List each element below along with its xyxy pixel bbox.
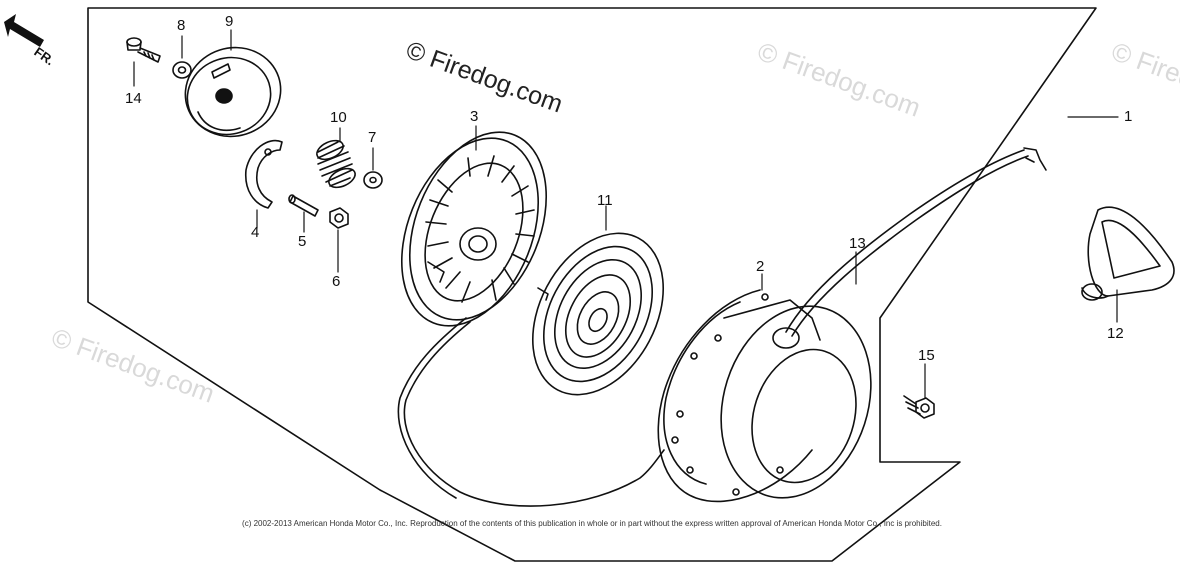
callout-13: 13 xyxy=(849,235,866,252)
callout-8: 8 xyxy=(177,17,186,34)
part-7-washer xyxy=(363,171,383,189)
callout-6: 6 xyxy=(332,273,341,290)
part-5-pin xyxy=(288,194,319,217)
part-15-flange-bolt xyxy=(903,395,935,419)
callout-7: 7 xyxy=(368,129,377,146)
part-10-spring xyxy=(316,139,356,189)
callout-2: 2 xyxy=(756,258,765,275)
part-11-spiral-spring xyxy=(531,232,665,396)
part-3-reel xyxy=(400,131,548,327)
leader-lines xyxy=(133,29,1119,399)
part-13-rope xyxy=(397,147,1047,507)
part-4-ratchet xyxy=(244,139,283,209)
callout-14: 14 xyxy=(125,90,142,107)
part-9-friction-plate xyxy=(184,46,282,138)
part-8-washer xyxy=(172,61,192,79)
front-direction-arrow xyxy=(4,14,44,47)
callout-12: 12 xyxy=(1107,325,1124,342)
callout-1: 1 xyxy=(1124,108,1133,125)
part-12-starter-grip xyxy=(1081,206,1175,301)
assembly-boundary xyxy=(87,7,1097,562)
copyright-notice: (c) 2002-2013 American Honda Motor Co., … xyxy=(242,519,942,528)
callout-5: 5 xyxy=(298,233,307,250)
callout-3: 3 xyxy=(470,108,479,125)
callout-11: 11 xyxy=(597,192,613,209)
callout-9: 9 xyxy=(225,13,234,30)
callout-4: 4 xyxy=(251,224,260,241)
part-6-nut xyxy=(329,207,349,229)
callout-15: 15 xyxy=(918,347,935,364)
callout-10: 10 xyxy=(330,109,347,126)
part-2-housing xyxy=(657,289,872,503)
part-14-bolt xyxy=(126,37,161,63)
